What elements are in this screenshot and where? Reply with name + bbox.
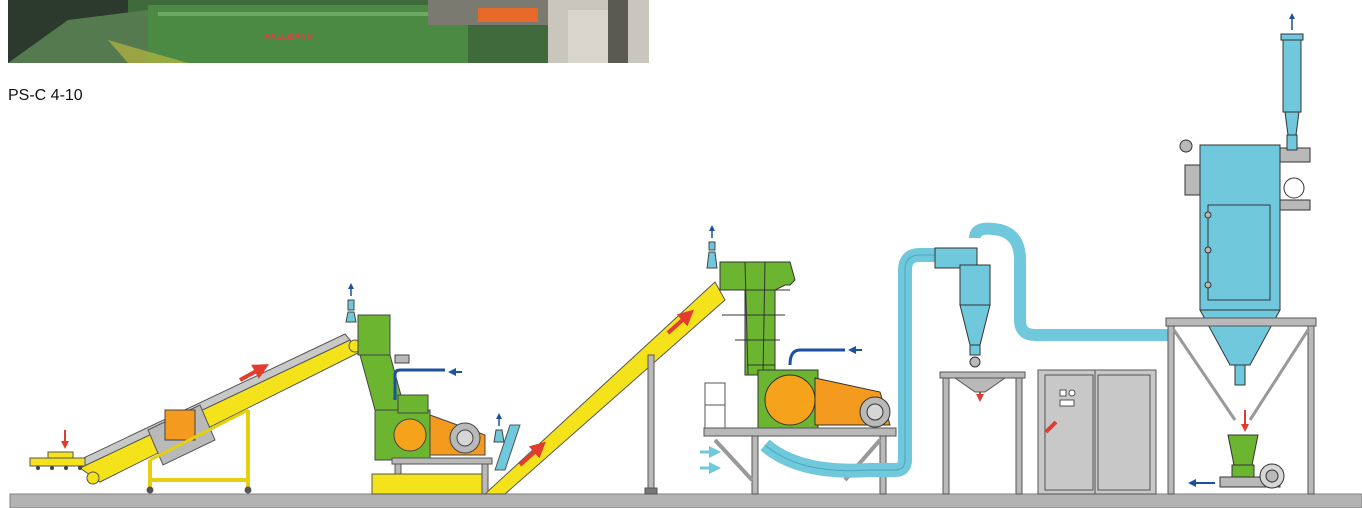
main-granulator — [720, 262, 890, 428]
pre-shredder-stand — [372, 458, 492, 494]
control-cabinet — [1038, 370, 1156, 494]
pre-shredder — [358, 315, 485, 460]
vent-2 — [494, 430, 504, 442]
dust-filter — [1180, 34, 1310, 385]
cyclone-stand — [940, 372, 1025, 494]
cyclone-separator — [935, 229, 1170, 367]
floor — [10, 494, 1362, 508]
air-inlet-pipe-2 — [790, 350, 845, 365]
fine-grinder — [1220, 435, 1284, 488]
vent-3 — [707, 242, 717, 268]
feed-platform — [30, 458, 85, 466]
feed-conveyor — [75, 334, 361, 493]
vent-1 — [346, 300, 356, 322]
